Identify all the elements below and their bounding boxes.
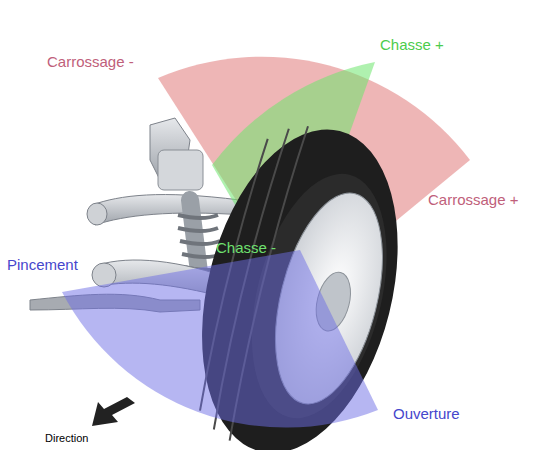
toe-label: Ouverture [393,405,460,423]
toe-sector [62,250,378,428]
caster-label: Chasse + [380,36,444,54]
direction-arrow [92,397,135,426]
caster-label: Chasse - [216,239,276,257]
camber-label: Carrossage - [47,53,134,71]
camber-label: Carrossage + [428,191,518,209]
toe-label: Pincement [7,256,78,274]
direction-label: Direction [45,429,88,447]
